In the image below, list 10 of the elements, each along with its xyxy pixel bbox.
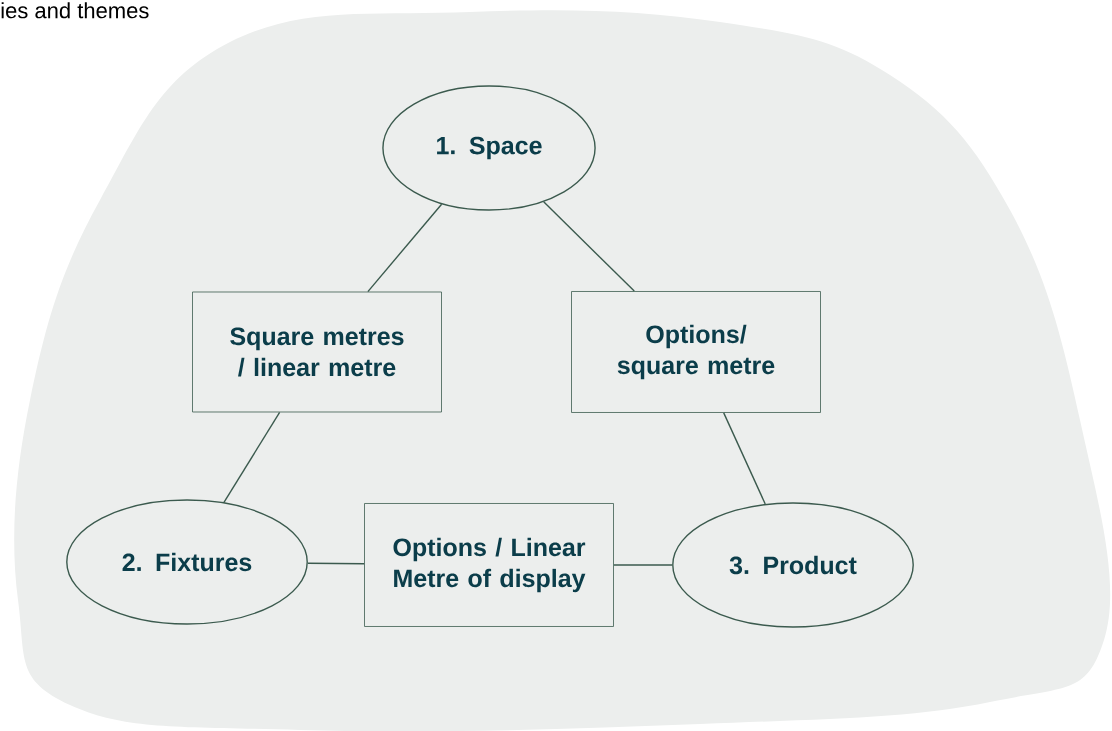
connector-line	[542, 201, 635, 292]
connector-line	[613, 564, 673, 566]
connector-line	[223, 411, 281, 503]
ratio-box: Square metres / linear metre	[192, 291, 442, 413]
connector-line	[307, 562, 365, 565]
ratio-box: Options/ square metre	[571, 291, 821, 413]
connector-line	[723, 412, 766, 505]
connector-line	[367, 203, 443, 293]
heading-fragment: ies and themes	[1, 2, 149, 19]
ratio-box: Options / Linear Metre of display	[364, 503, 614, 627]
